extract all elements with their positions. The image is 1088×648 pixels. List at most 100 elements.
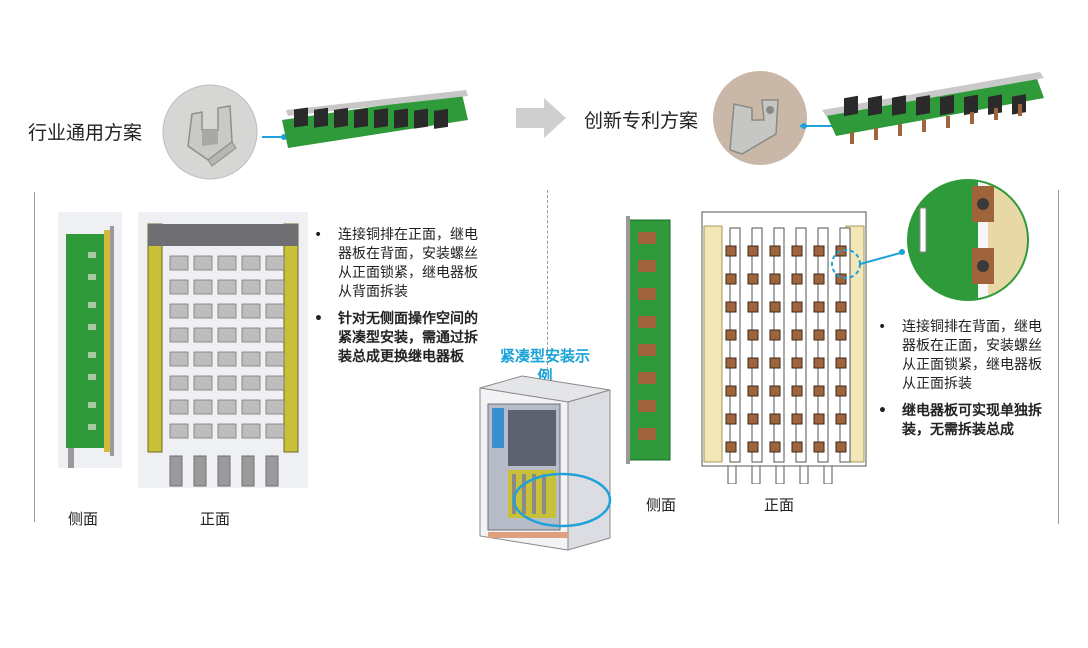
busbar-cell (193, 327, 213, 343)
busbar-cell (217, 375, 237, 391)
terminal-block (725, 329, 737, 341)
busbar-cell (241, 351, 261, 367)
terminal-block (725, 385, 737, 397)
right-side-caption: 侧面 (646, 496, 677, 514)
terminal-block (747, 273, 759, 285)
busbar-cell (265, 375, 285, 391)
busbar-cell (169, 303, 189, 319)
busbar-cell (217, 255, 237, 271)
terminal-block (725, 273, 737, 285)
busbar-cell (265, 423, 285, 439)
right-bracket-photo (712, 70, 808, 166)
left-front-caption: 正面 (200, 510, 231, 528)
terminal-block (813, 273, 825, 285)
right-bullet-list: • 连接铜排在背面，继电器板在正面，安装螺丝从正面锁紧，继电器板从正面拆装 • … (876, 318, 1046, 448)
terminal-block (791, 357, 803, 369)
busbar-cell (241, 375, 261, 391)
busbar-cell (193, 303, 213, 319)
terminal-block (747, 441, 759, 453)
terminal-block (791, 301, 803, 313)
busbar-cell (217, 351, 237, 367)
bullet-dot: • (314, 227, 323, 243)
terminal-block (791, 441, 803, 453)
terminal-block (769, 301, 781, 313)
right-bullet-text-1: 连接铜排在背面，继电器板在正面，安装螺丝从正面锁紧，继电器板从正面拆装 (902, 319, 1042, 392)
busbar-cell (217, 303, 237, 319)
terminal-block (813, 245, 825, 257)
terminal-block (747, 413, 759, 425)
zoom-detail-circle (906, 178, 1030, 302)
terminal-block (747, 245, 759, 257)
right-bullet-item-2: • 继电器板可实现单独拆装，无需拆装总成 (876, 402, 1046, 440)
bullet-dot: • (314, 311, 323, 327)
left-title: 行业通用方案 (28, 122, 143, 144)
terminal-block (813, 441, 825, 453)
terminal-block (747, 357, 759, 369)
busbar-cell (217, 423, 237, 439)
busbar-cell (169, 399, 189, 415)
busbar-cell (217, 327, 237, 343)
busbar-cell (193, 255, 213, 271)
terminal-block (747, 329, 759, 341)
copper-bar (729, 227, 741, 463)
copper-bar (795, 227, 807, 463)
terminal-block (769, 385, 781, 397)
busbar-cell (241, 423, 261, 439)
busbar-cell (241, 255, 261, 271)
busbar-cell (193, 399, 213, 415)
compact-cabinet-illustration (470, 374, 620, 554)
busbar-cell (241, 303, 261, 319)
busbar-cell (193, 351, 213, 367)
terminal-block (791, 245, 803, 257)
busbar-cell (265, 351, 285, 367)
terminal-block (791, 385, 803, 397)
terminal-block (835, 385, 847, 397)
busbar-cell (169, 255, 189, 271)
busbar-cell (265, 279, 285, 295)
terminal-block (835, 301, 847, 313)
busbar-cell (193, 279, 213, 295)
terminal-block (813, 329, 825, 341)
terminal-block (769, 245, 781, 257)
left-bullet-list: • 连接铜排在正面，继电器板在背面，安装螺丝从正面锁紧，继电器板从背面拆装 • … (312, 226, 480, 375)
right-front-caption: 正面 (764, 496, 795, 514)
copper-bar (817, 227, 829, 463)
left-side-view (58, 212, 122, 468)
busbar-cell (265, 327, 285, 343)
terminal-block (769, 357, 781, 369)
terminal-block (769, 273, 781, 285)
bullet-dot: • (878, 403, 887, 419)
left-relay-strip (262, 90, 480, 160)
terminal-block (813, 413, 825, 425)
left-bullet-text-1: 连接铜排在正面，继电器板在背面，安装螺丝从正面锁紧，继电器板从背面拆装 (338, 227, 478, 300)
busbar-cell (241, 327, 261, 343)
terminal-block (725, 245, 737, 257)
left-divider (34, 192, 35, 522)
busbar-cell (169, 351, 189, 367)
busbar-cell (217, 399, 237, 415)
terminal-block (769, 329, 781, 341)
right-divider (1058, 190, 1059, 524)
busbar-cell (217, 279, 237, 295)
busbar-cell (169, 327, 189, 343)
busbar-cell (193, 375, 213, 391)
busbar-cell (169, 279, 189, 295)
right-bullet-item-1: • 连接铜排在背面，继电器板在正面，安装螺丝从正面锁紧，继电器板从正面拆装 (876, 318, 1046, 394)
busbar-cell (265, 303, 285, 319)
terminal-block (747, 385, 759, 397)
terminal-block (791, 413, 803, 425)
terminal-block (791, 273, 803, 285)
busbar-cell (241, 279, 261, 295)
busbar-cell (265, 399, 285, 415)
terminal-block (791, 329, 803, 341)
terminal-block (725, 441, 737, 453)
copper-bar (839, 227, 851, 463)
busbar-cell (241, 399, 261, 415)
right-side-view (622, 210, 678, 468)
right-bullet-text-2: 继电器板可实现单独拆装，无需拆装总成 (902, 403, 1042, 438)
copper-bar (773, 227, 785, 463)
terminal-block (725, 413, 737, 425)
copper-bar (751, 227, 763, 463)
transition-arrow-icon (516, 98, 566, 138)
right-relay-strip (800, 70, 1052, 150)
